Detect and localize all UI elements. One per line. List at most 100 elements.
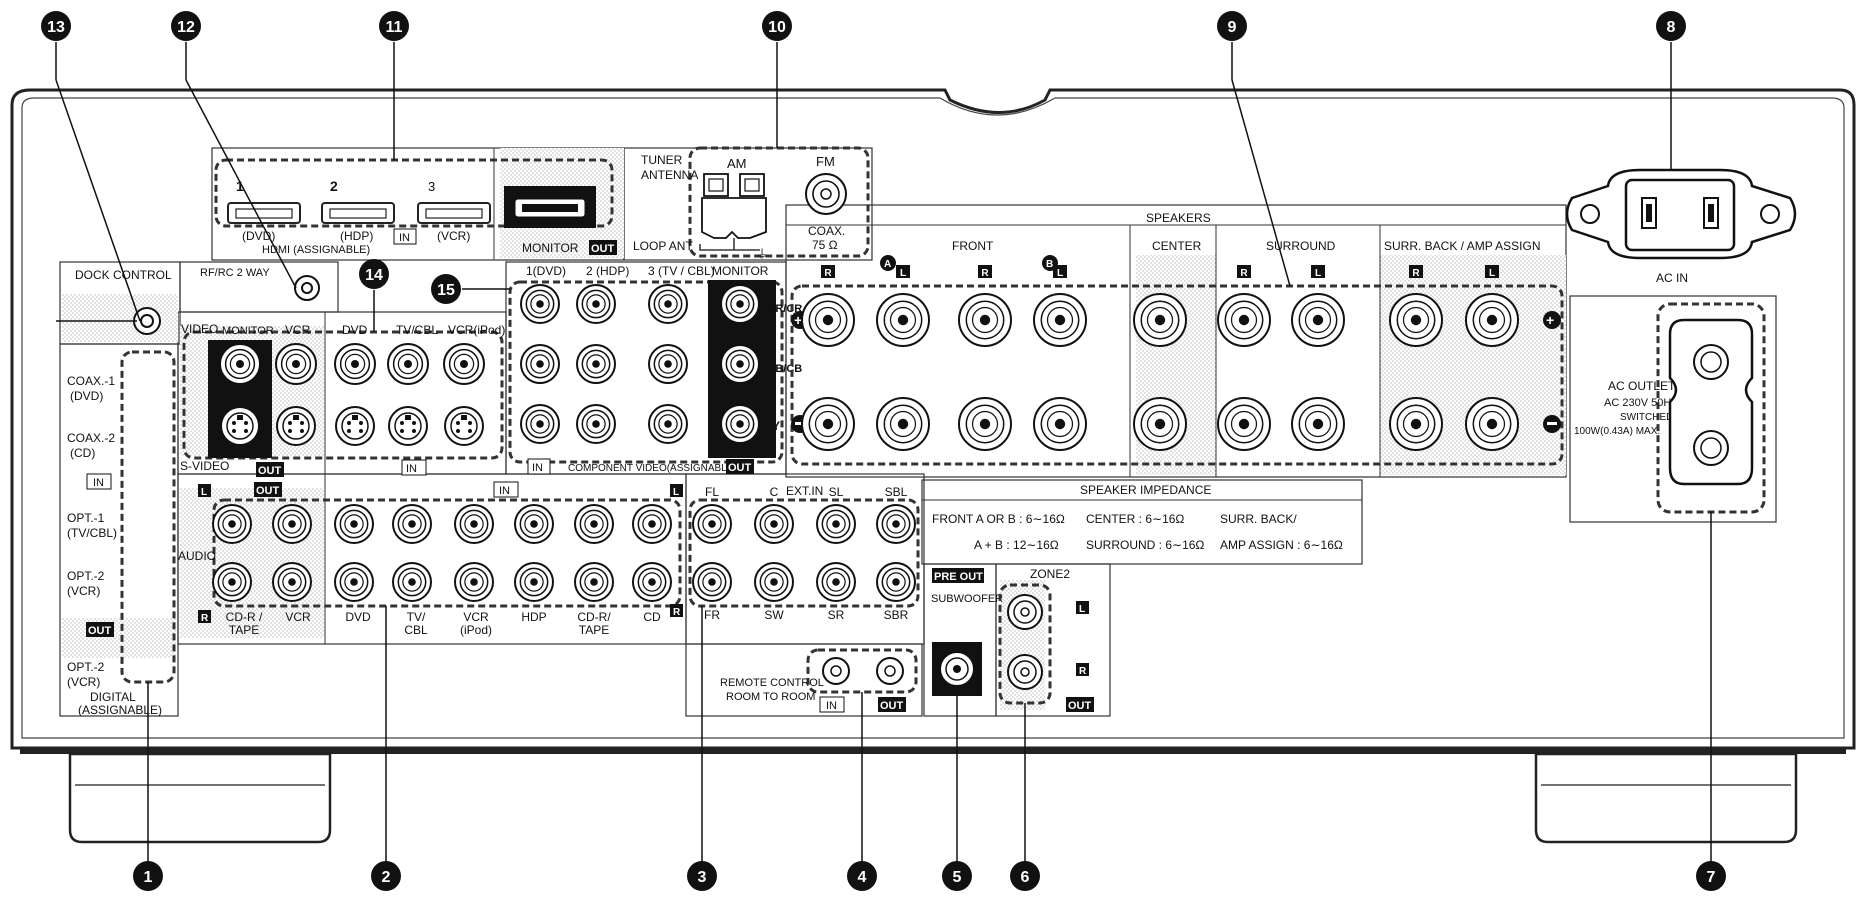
speaker-terminal-minus-2[interactable] — [876, 397, 930, 451]
audio-in-tag: IN — [499, 485, 510, 497]
component-jack-2-1[interactable] — [576, 284, 616, 324]
hdmi-port-1[interactable] — [227, 202, 301, 224]
remote-in-jack[interactable] — [822, 657, 850, 685]
video-rca-jacks — [219, 343, 485, 385]
hdmi-port-2[interactable] — [321, 202, 395, 224]
component-jack-2-3[interactable] — [576, 404, 616, 444]
speaker-terminal-minus-9[interactable] — [1465, 397, 1519, 451]
rf-rc-section: RF/RC 2 WAY — [200, 267, 320, 301]
subwoofer-jack[interactable] — [939, 651, 975, 687]
speaker-lr-tag-bg-2 — [896, 265, 910, 278]
component-jack-2-2[interactable] — [576, 344, 616, 384]
audio-l-jack-8[interactable] — [632, 504, 672, 544]
audio-r-jack-6[interactable] — [514, 562, 554, 602]
speaker-terminals — [801, 293, 1519, 451]
speaker-terminal-plus-9[interactable] — [1465, 293, 1519, 347]
audio-r-jack-4[interactable] — [392, 562, 432, 602]
digital-in-tag: IN — [93, 477, 104, 489]
component-jack-4-2[interactable] — [720, 344, 760, 384]
extin-bottom-jack-1[interactable] — [692, 562, 732, 602]
component-jack-4-1[interactable] — [720, 284, 760, 324]
ac-in-inlet[interactable] — [1565, 168, 1797, 260]
audio-l-jack-5[interactable] — [454, 504, 494, 544]
am-terminal-right[interactable] — [739, 173, 765, 197]
speaker-terminal-plus-3[interactable] — [958, 293, 1012, 347]
video-rca-jack-4[interactable] — [387, 343, 429, 385]
audio-l-jack-2[interactable] — [272, 504, 312, 544]
speaker-terminal-plus-6[interactable] — [1217, 293, 1271, 347]
digital-title-1: DIGITAL — [90, 690, 136, 704]
callout-1: 1 — [133, 861, 163, 891]
svideo-jack-5[interactable] — [444, 406, 484, 446]
extin-bottom-jack-3[interactable] — [816, 562, 856, 602]
speaker-terminal-plus-4[interactable] — [1033, 293, 1087, 347]
speaker-terminal-plus-7[interactable] — [1291, 293, 1345, 347]
extin-bottom-jack-4[interactable] — [876, 562, 916, 602]
speaker-lr-tag-bg-8 — [1485, 265, 1499, 278]
component-jack-1-2[interactable] — [520, 344, 560, 384]
speaker-terminal-minus-5[interactable] — [1133, 397, 1187, 451]
svideo-jack-2[interactable] — [276, 406, 316, 446]
speaker-terminal-minus-6[interactable] — [1217, 397, 1271, 451]
dock-control-jack[interactable] — [133, 307, 161, 335]
svg-text:10: 10 — [768, 19, 786, 36]
video-rca-jack-1[interactable] — [219, 343, 261, 385]
audio-r-jack-5[interactable] — [454, 562, 494, 602]
speaker-terminal-plus-8[interactable] — [1389, 293, 1443, 347]
tuner-section: TUNER ANTENNA AM FM ⏚ LOOP ANT COAX. 75 … — [633, 146, 870, 261]
speaker-terminal-plus-1[interactable] — [801, 293, 855, 347]
dividers — [324, 148, 1566, 644]
ac-outlet-socket[interactable] — [1668, 318, 1754, 486]
zone2-l-jack[interactable] — [1007, 594, 1043, 630]
extin-top-jack-3[interactable] — [816, 504, 856, 544]
component-jack-1-3[interactable] — [520, 404, 560, 444]
video-rca-jack-3[interactable] — [334, 343, 376, 385]
speaker-terminal-minus-3[interactable] — [958, 397, 1012, 451]
audio-l-jack-7[interactable] — [574, 504, 614, 544]
remote-out-jack[interactable] — [876, 657, 904, 685]
fm-antenna-jack[interactable] — [805, 173, 847, 215]
speaker-terminal-minus-1[interactable] — [801, 397, 855, 451]
audio-r-jack-1[interactable] — [212, 562, 252, 602]
audio-r-jack-3[interactable] — [334, 562, 374, 602]
speaker-terminal-minus-7[interactable] — [1291, 397, 1345, 451]
extin-bottom-label-1: FR — [704, 608, 720, 622]
video-rca-jack-2[interactable] — [275, 343, 317, 385]
extin-top-jack-2[interactable] — [754, 504, 794, 544]
speaker-terminal-minus-8[interactable] — [1389, 397, 1443, 451]
audio-l-jack-6[interactable] — [514, 504, 554, 544]
component-jack-3-2[interactable] — [648, 344, 688, 384]
am-terminal-left[interactable] — [703, 173, 729, 197]
extin-bottom-jack-2[interactable] — [754, 562, 794, 602]
svideo-jack-3[interactable] — [335, 406, 375, 446]
rfrc-jack[interactable] — [294, 275, 320, 301]
speaker-terminal-minus-4[interactable] — [1033, 397, 1087, 451]
hdmi-monitor-port[interactable] — [504, 186, 596, 228]
impedance-line1-b: CENTER : 6∼16Ω — [1086, 512, 1184, 526]
audio-r-jack-7[interactable] — [574, 562, 614, 602]
component-jack-3-1[interactable] — [648, 284, 688, 324]
audio-l-jack-1[interactable] — [212, 504, 252, 544]
audio-r-jack-8[interactable] — [632, 562, 672, 602]
speaker-lr-tag-2: L — [900, 268, 906, 279]
video-rca-jack-5[interactable] — [443, 343, 485, 385]
svideo-jack-1[interactable] — [220, 406, 260, 446]
speaker-terminal-plus-5[interactable] — [1133, 293, 1187, 347]
component-jack-1-1[interactable] — [520, 284, 560, 324]
zone2-r-jack[interactable] — [1007, 654, 1043, 690]
right-foot — [1534, 752, 1798, 844]
audio-l-jack-4[interactable] — [392, 504, 432, 544]
audio-l-jack-3[interactable] — [334, 504, 374, 544]
hdmi-port-3[interactable] — [417, 202, 491, 224]
svideo-jack-4[interactable] — [388, 406, 428, 446]
speaker-lr-tag-8: L — [1489, 268, 1495, 279]
audio-r-jack-2[interactable] — [272, 562, 312, 602]
extin-top-jack-4[interactable] — [876, 504, 916, 544]
component-jack-3-3[interactable] — [648, 404, 688, 444]
speaker-terminal-plus-2[interactable] — [876, 293, 930, 347]
component-jack-4-3[interactable] — [720, 404, 760, 444]
svg-text:1: 1 — [144, 869, 153, 886]
extin-top-jack-1[interactable] — [692, 504, 732, 544]
